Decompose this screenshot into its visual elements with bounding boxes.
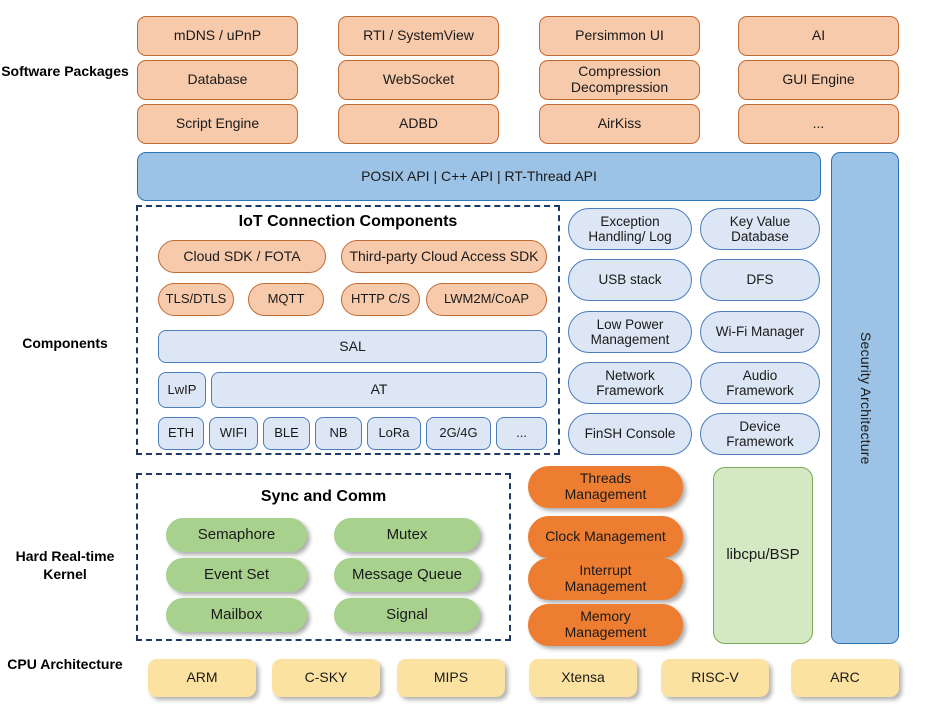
sync-comm-group [136, 473, 511, 641]
cpu-arch-box[interactable]: MIPS [397, 659, 505, 697]
iot-link-box[interactable]: BLE [263, 417, 310, 450]
iot-lwip-box[interactable]: LwIP [158, 372, 206, 408]
iot-link-box[interactable]: LoRa [367, 417, 421, 450]
sync-comm-title: Sync and Comm [260, 488, 387, 505]
package-box[interactable]: Script Engine [137, 104, 298, 144]
row-label-kernel: Hard Real-time Kernel [15, 548, 115, 582]
kernel-object-box[interactable]: Message Queue [334, 558, 480, 592]
cpu-arch-box[interactable]: C-SKY [272, 659, 380, 697]
component-box[interactable]: Device Framework [700, 413, 820, 455]
package-box[interactable]: ... [738, 104, 899, 144]
package-box[interactable]: mDNS / uPnP [137, 16, 298, 56]
kernel-object-box[interactable]: Mutex [334, 518, 480, 552]
component-box[interactable]: FinSH Console [568, 413, 692, 455]
kernel-management-box[interactable]: Interrupt Management [528, 558, 683, 600]
component-box[interactable]: Network Framework [568, 362, 692, 404]
iot-thirdparty-sdk-box[interactable]: Third-party Cloud Access SDK [341, 240, 547, 273]
iot-cloud-sdk-box[interactable]: Cloud SDK / FOTA [158, 240, 326, 273]
package-box[interactable]: Database [137, 60, 298, 100]
api-bar[interactable]: POSIX API | C++ API | RT-Thread API [137, 152, 821, 201]
component-box[interactable]: USB stack [568, 259, 692, 301]
component-box[interactable]: Audio Framework [700, 362, 820, 404]
component-box[interactable]: Wi-Fi Manager [700, 311, 820, 353]
cpu-arch-box[interactable]: RISC-V [661, 659, 769, 697]
iot-link-box[interactable]: ... [496, 417, 547, 450]
cpu-arch-box[interactable]: Xtensa [529, 659, 637, 697]
kernel-management-box[interactable]: Clock Management [528, 516, 683, 558]
iot-link-box[interactable]: 2G/4G [426, 417, 491, 450]
iot-protocol-box[interactable]: HTTP C/S [341, 283, 420, 316]
package-box[interactable]: AI [738, 16, 899, 56]
iot-sal-box[interactable]: SAL [158, 330, 547, 363]
row-label-components: Components [22, 335, 108, 351]
iot-link-box[interactable]: WIFI [209, 417, 258, 450]
kernel-management-box[interactable]: Memory Management [528, 604, 683, 646]
package-box[interactable]: GUI Engine [738, 60, 899, 100]
kernel-object-box[interactable]: Mailbox [166, 598, 307, 632]
kernel-object-box[interactable]: Signal [334, 598, 480, 632]
iot-protocol-box[interactable]: MQTT [248, 283, 324, 316]
iot-at-box[interactable]: AT [211, 372, 547, 408]
iot-connection-title: IoT Connection Components [238, 213, 458, 230]
row-label-software-packages: Software Packages [1, 63, 129, 79]
iot-link-box[interactable]: ETH [158, 417, 204, 450]
row-label-cpu-architecture: CPU Architecture [7, 656, 123, 672]
package-box[interactable]: AirKiss [539, 104, 700, 144]
iot-link-box[interactable]: NB [315, 417, 362, 450]
kernel-management-box[interactable]: Threads Management [528, 466, 683, 508]
security-architecture-bar[interactable]: Security Architecture [831, 152, 899, 644]
component-box[interactable]: Key Value Database [700, 208, 820, 250]
component-box[interactable]: Low Power Management [568, 311, 692, 353]
kernel-object-box[interactable]: Event Set [166, 558, 307, 592]
iot-protocol-box[interactable]: TLS/DTLS [158, 283, 234, 316]
security-architecture-label: Security Architecture [857, 331, 874, 465]
iot-protocol-box[interactable]: LWM2M/CoAP [426, 283, 547, 316]
component-box[interactable]: Exception Handling/ Log [568, 208, 692, 250]
kernel-object-box[interactable]: Semaphore [166, 518, 307, 552]
iot-connection-group [136, 205, 560, 455]
libcpu-bsp-box[interactable]: libcpu/BSP [713, 467, 813, 644]
component-box[interactable]: DFS [700, 259, 820, 301]
package-box[interactable]: WebSocket [338, 60, 499, 100]
package-box[interactable]: Compression Decompression [539, 60, 700, 100]
package-box[interactable]: ADBD [338, 104, 499, 144]
package-box[interactable]: Persimmon UI [539, 16, 700, 56]
cpu-arch-box[interactable]: ARM [148, 659, 256, 697]
package-box[interactable]: RTI / SystemView [338, 16, 499, 56]
cpu-arch-box[interactable]: ARC [791, 659, 899, 697]
